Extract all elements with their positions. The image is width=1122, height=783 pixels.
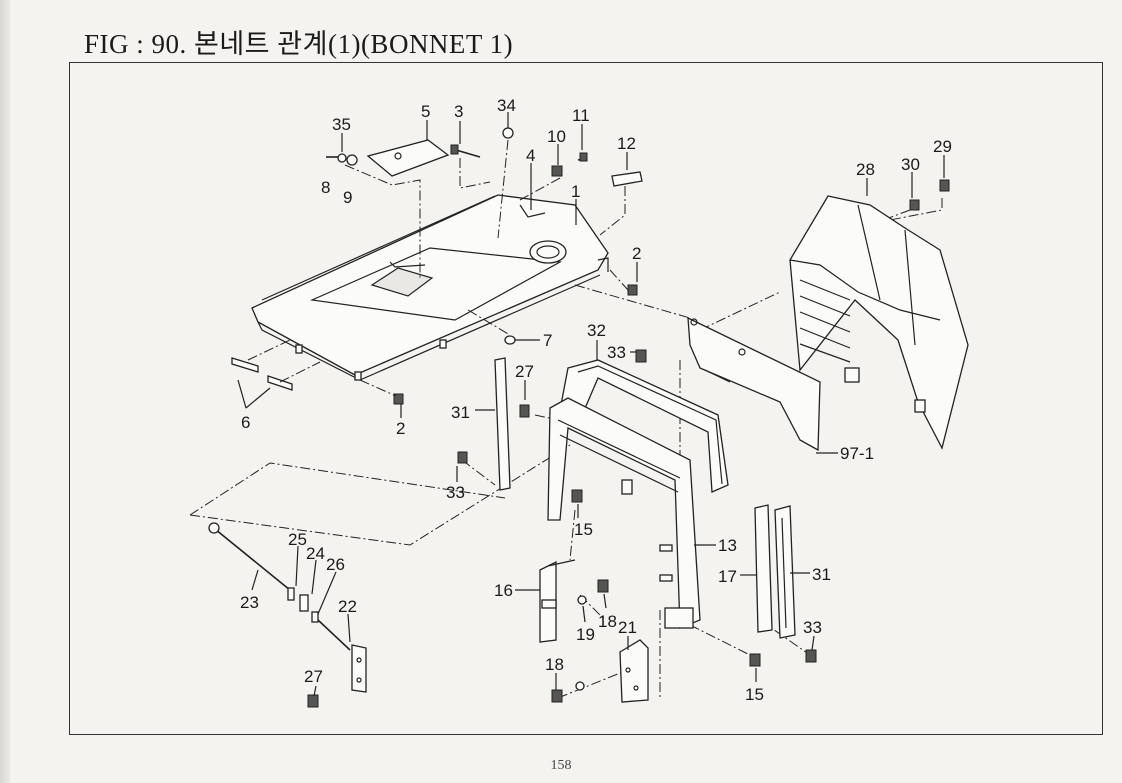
- callout-33-top: 33: [607, 343, 626, 362]
- callout-31-right: 31: [812, 565, 831, 584]
- callout-30: 30: [901, 155, 920, 174]
- callout-19: 19: [576, 625, 595, 644]
- callout-25: 25: [288, 530, 307, 549]
- diagram-frame: [69, 62, 1103, 735]
- callout-3: 3: [454, 102, 463, 121]
- callout-34: 34: [497, 96, 516, 115]
- callout-18-lower: 18: [545, 655, 564, 674]
- bolt-15-upper: [571, 489, 583, 503]
- side-bracket-panel: [687, 316, 821, 452]
- callout-32: 32: [587, 321, 606, 340]
- lower-bracket-16: [539, 559, 576, 643]
- grille-support: [547, 397, 701, 629]
- callout-1: 1: [571, 182, 580, 201]
- callout-97-1: 97-1: [840, 444, 874, 463]
- callout-33-left: 33: [446, 483, 465, 502]
- label-leaders: [237, 112, 945, 697]
- mount-bracket-21: [619, 639, 649, 703]
- callout-23: 23: [240, 593, 259, 612]
- callout-28: 28: [856, 160, 875, 179]
- callout-15-upper: 15: [574, 520, 593, 539]
- callout-35: 35: [332, 115, 351, 134]
- callout-31-left: 31: [451, 403, 470, 422]
- callout-27-lower: 27: [304, 667, 323, 686]
- hood-lever-assembly: [208, 522, 367, 708]
- callout-15-lower: 15: [745, 685, 764, 704]
- page-number: 158: [550, 758, 572, 773]
- callout-29: 29: [933, 137, 952, 156]
- callout-2-lower: 2: [396, 419, 405, 438]
- hardware-18-19: [551, 579, 609, 703]
- callout-11: 11: [572, 106, 590, 125]
- callout-22: 22: [338, 597, 357, 616]
- callout-16: 16: [494, 581, 513, 600]
- callout-13: 13: [718, 536, 737, 555]
- side-strips-right: [749, 504, 817, 667]
- callout-10: 10: [547, 127, 566, 146]
- callout-labels: 35 5 3 34 11 10 4 12 8 9 1 29 28 30 2 7 …: [240, 96, 952, 704]
- bonnet-lid: [366, 139, 450, 177]
- callout-33-right: 33: [803, 618, 822, 637]
- rear-shroud: [789, 179, 969, 450]
- page-binding-edge: [0, 0, 10, 783]
- callout-12: 12: [617, 134, 636, 153]
- callout-2-upper: 2: [632, 244, 641, 263]
- callout-24: 24: [306, 544, 325, 563]
- callout-4: 4: [526, 146, 535, 165]
- callout-8: 8: [321, 178, 330, 197]
- callout-27-upper: 27: [515, 362, 534, 381]
- callout-17: 17: [718, 567, 737, 586]
- bonnet-panel: [251, 194, 609, 381]
- callout-7: 7: [543, 331, 552, 350]
- callout-26: 26: [326, 555, 345, 574]
- side-strip-left: [457, 357, 530, 491]
- callout-9: 9: [343, 188, 352, 207]
- callout-6: 6: [241, 413, 250, 432]
- callout-18-upper: 18: [598, 612, 617, 631]
- figure-title: FIG : 90. 본네트 관계(1)(BONNET 1): [84, 29, 514, 59]
- callout-5: 5: [421, 102, 430, 121]
- callout-21: 21: [618, 618, 637, 637]
